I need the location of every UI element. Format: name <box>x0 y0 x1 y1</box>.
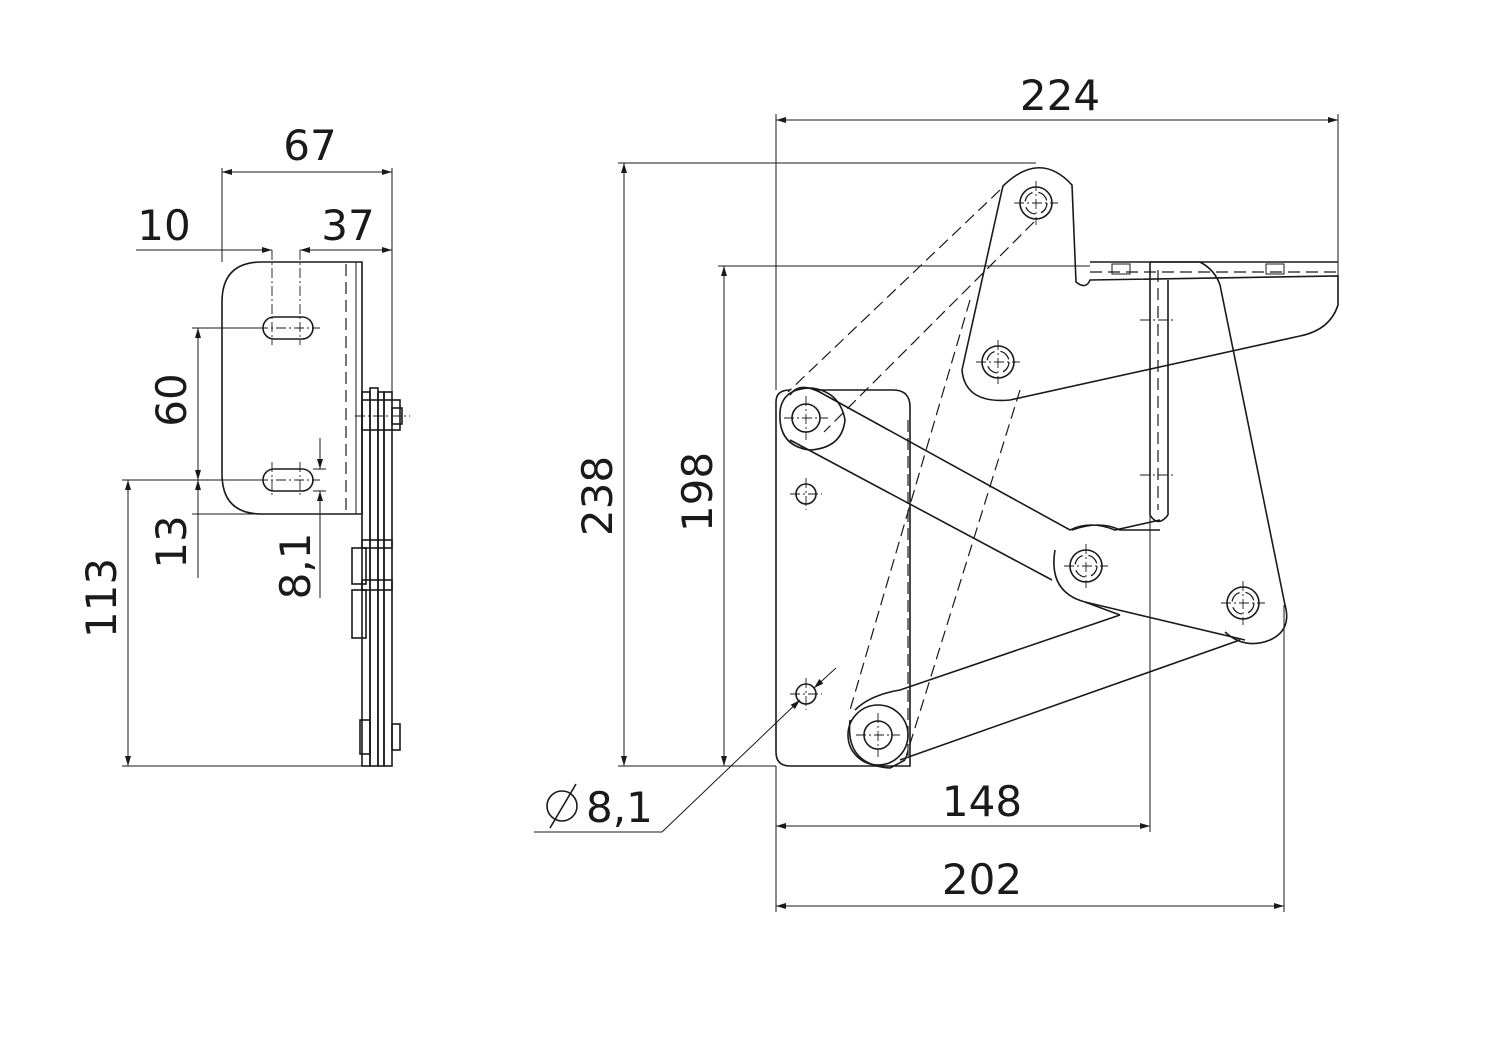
dim-198: 198 <box>673 452 722 532</box>
front-dim-hole-diameter: 8,1 <box>534 667 837 833</box>
front-dim-224: 224 <box>775 71 1339 390</box>
front-vertical-bracket <box>1149 261 1288 645</box>
side-view: 67 10 37 60 13 8,1 <box>77 121 410 767</box>
front-pivot-right <box>1221 581 1265 625</box>
dim-238: 238 <box>573 456 622 536</box>
front-base-plate <box>775 389 911 767</box>
front-pivot-arm-mid <box>976 340 1020 384</box>
side-top-slot <box>258 250 320 345</box>
front-dim-238: 238 <box>573 162 1036 767</box>
front-mount-hole-mid <box>790 478 822 510</box>
front-dim-148: 148 <box>775 515 1151 912</box>
dim-67: 67 <box>283 121 336 170</box>
diameter-symbol-icon <box>546 783 578 829</box>
dim-8-1-front: 8,1 <box>586 783 653 832</box>
front-pivot-base-left <box>779 387 846 451</box>
dim-60: 60 <box>147 373 196 426</box>
front-dim-198: 198 <box>673 265 1090 766</box>
dim-224: 224 <box>1020 71 1100 120</box>
front-top-rail <box>1090 261 1338 476</box>
front-upper-dashed-arm <box>787 189 1035 761</box>
front-middle-pivot-plate <box>1053 524 1160 616</box>
front-lower-arm <box>848 601 1246 769</box>
front-mount-hole-bottom <box>790 678 822 710</box>
dim-202: 202 <box>942 855 1022 904</box>
front-top-arm-plate <box>961 166 1339 402</box>
front-lower-diagonal-arm <box>789 386 1161 581</box>
side-dim-mount-height: 113 <box>77 479 362 767</box>
side-dim-slot-size: 8,1 <box>271 438 326 599</box>
side-mounting-plate <box>221 261 363 515</box>
side-dim-overall-width: 67 <box>221 121 393 392</box>
dim-10: 10 <box>137 201 190 250</box>
front-view: 224 238 198 148 202 <box>534 71 1339 912</box>
dim-37: 37 <box>321 201 374 250</box>
dim-148: 148 <box>942 777 1022 826</box>
side-dim-slot-height: 13 <box>147 480 262 578</box>
dim-113: 113 <box>77 558 126 638</box>
dim-13: 13 <box>147 515 196 568</box>
side-dim-slot: 10 37 <box>136 201 392 253</box>
front-pivot-middle <box>1064 544 1108 588</box>
front-dim-202: 202 <box>776 605 1285 912</box>
side-dim-slot-spacing: 60 <box>147 327 262 481</box>
side-bottom-slot <box>258 462 320 497</box>
side-linkage-stack <box>351 387 410 767</box>
dim-8-1-side: 8,1 <box>271 533 320 600</box>
front-pivot-bottom <box>847 704 909 766</box>
front-pivot-top <box>1014 181 1058 225</box>
